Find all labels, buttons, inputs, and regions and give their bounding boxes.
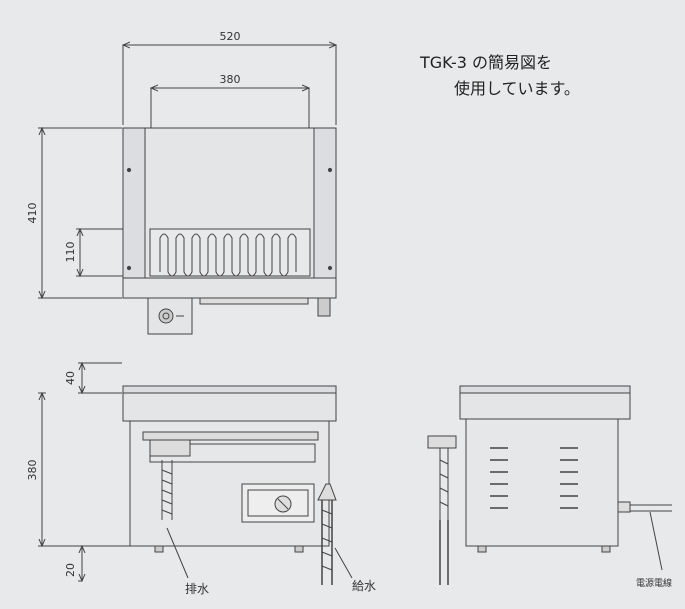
- burner-plate: [149, 228, 311, 277]
- dim-520-label: 520: [220, 30, 241, 43]
- note-line-2: 使用しています。: [454, 79, 580, 98]
- burner-coil: [159, 233, 297, 277]
- front-top-plate: [122, 392, 337, 422]
- top-view: [38, 45, 336, 335]
- side-top-plate: [459, 392, 631, 420]
- foot: [477, 545, 487, 553]
- dim-110-label: 110: [64, 242, 77, 263]
- dim-40-label: 40: [64, 371, 77, 385]
- water-valve: [317, 297, 331, 317]
- front-view: [38, 363, 353, 585]
- dim-20-label: 20: [64, 563, 77, 577]
- drain-fitting: [149, 439, 191, 457]
- drain-leader: [166, 527, 189, 579]
- vent-slots: [490, 447, 578, 509]
- model-note: TGK-3 の簡易図を 使用しています。: [420, 50, 580, 102]
- water-supply-hose: [321, 500, 333, 585]
- water-supply-label: 給水: [352, 579, 376, 593]
- side-view: [427, 385, 672, 585]
- dim-410-label: 410: [26, 203, 39, 224]
- side-body-outline: [465, 418, 619, 547]
- note-line-1: TGK-3 の簡易図を: [420, 53, 553, 72]
- power-cord: [630, 504, 672, 512]
- foot: [294, 545, 304, 553]
- dim-380-label: 380: [220, 73, 241, 86]
- foot: [154, 545, 164, 553]
- side-hose: [439, 520, 449, 585]
- foot: [601, 545, 611, 553]
- dim-380-front-label: 380: [26, 460, 39, 481]
- power-leader: [649, 511, 663, 571]
- drain-label: 排水: [185, 582, 209, 596]
- water-leader: [334, 547, 353, 579]
- power-cord-label: 電源電線: [636, 577, 672, 589]
